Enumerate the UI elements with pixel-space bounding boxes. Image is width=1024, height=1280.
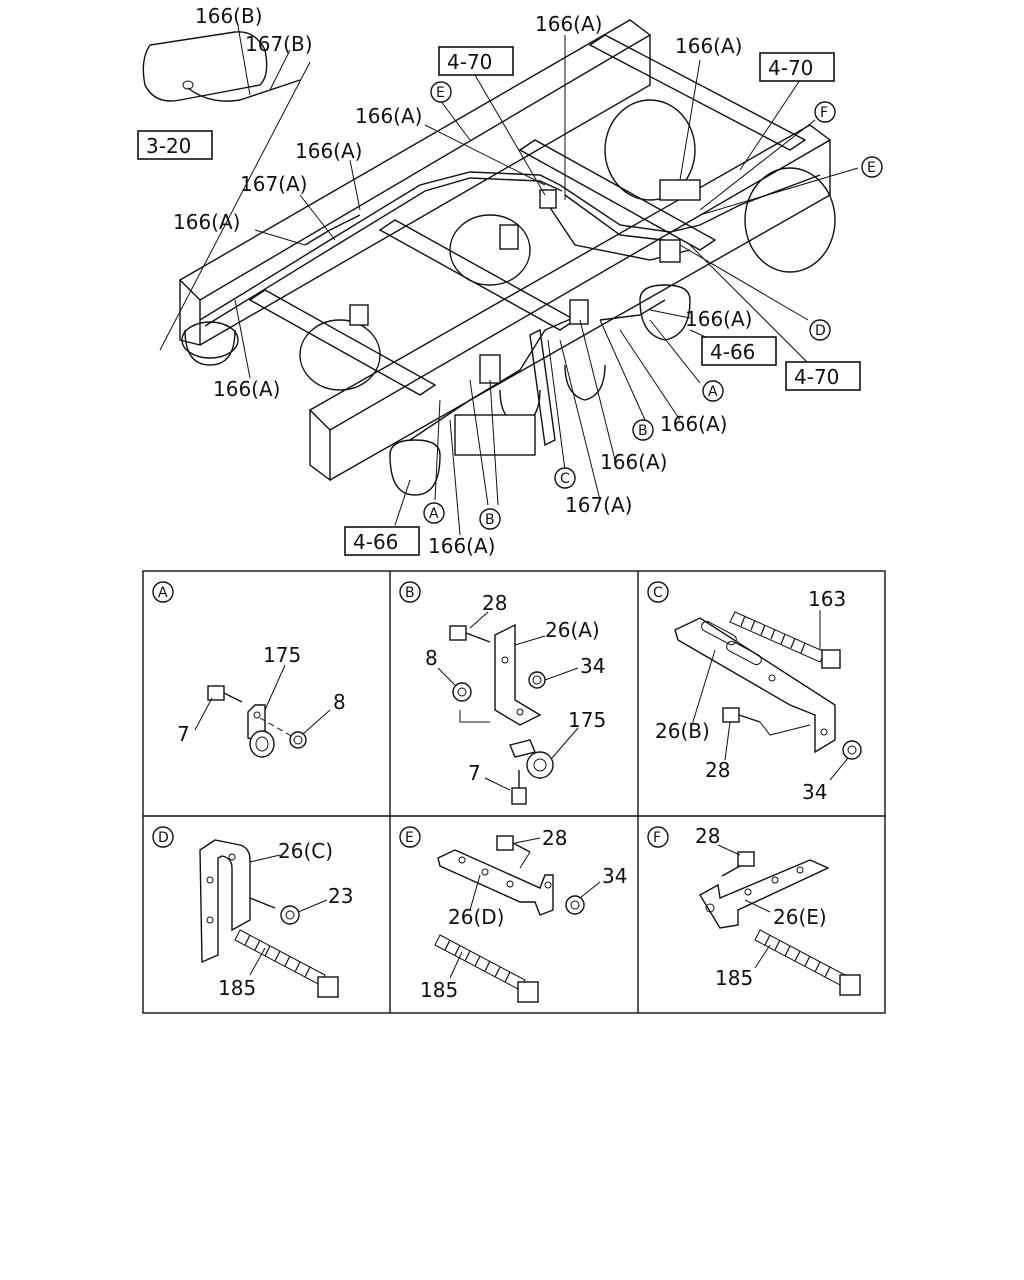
detail-a-part-8: 8 [333, 690, 346, 714]
main-assembly: 166(B) 167(B) 166(A) 166(A) 166(A) 166(A… [137, 4, 883, 558]
cable-tie-185-f-teeth [764, 934, 831, 978]
cable-tie-163-teeth [740, 615, 806, 654]
label-166b: 166(B) [195, 4, 263, 28]
detail-e-letter: E [405, 830, 414, 846]
detail-b-part-7: 7 [468, 761, 481, 785]
ref-4-70-b[interactable]: 4-70 [768, 56, 813, 80]
label-166a-3: 166(A) [173, 210, 240, 234]
callout-a-2: A [429, 506, 439, 522]
label-166a-5: 166(A) [685, 307, 752, 331]
detail-c-part-26b: 26(B) [655, 719, 710, 743]
detail-b: B 28 26(A) 8 34 175 7 [399, 581, 606, 805]
detail-b-part-8: 8 [425, 646, 438, 670]
detail-a-part-175: 175 [263, 643, 301, 667]
detail-a-part-7: 7 [177, 722, 190, 746]
detail-c: C 163 26(B) 28 34 [647, 581, 862, 804]
cable-tie-185-d-teeth [244, 934, 311, 978]
detail-b-part-175: 175 [568, 708, 606, 732]
detail-d-part-26c: 26(C) [278, 839, 333, 863]
callout-b-1: B [638, 423, 648, 439]
label-167a-1: 167(A) [240, 172, 307, 196]
label-166a-4: 166(A) [213, 377, 280, 401]
ref-4-70-a[interactable]: 4-70 [447, 50, 492, 74]
label-166a-topright: 166(A) [675, 34, 742, 58]
detail-f: F 28 26(E) 185 [647, 824, 861, 996]
detail-e-part-28: 28 [542, 826, 567, 850]
callout-e-2: E [867, 160, 876, 176]
piping-drawing [199, 171, 821, 441]
valves-drawing [349, 179, 701, 456]
detail-d-part-185: 185 [218, 976, 256, 1000]
label-167b: 167(B) [245, 32, 313, 56]
callout-e-1: E [436, 85, 445, 101]
detail-b-part-26a: 26(A) [545, 618, 600, 642]
detail-f-part-185: 185 [715, 966, 753, 990]
circled-callouts: E F E D A B C A B [423, 81, 883, 530]
label-167a-2: 167(A) [565, 493, 632, 517]
detail-c-letter: C [653, 585, 663, 601]
label-166a-2: 166(A) [295, 139, 362, 163]
callout-b-2: B [485, 512, 495, 528]
callout-d: D [815, 323, 826, 339]
detail-c-part-28: 28 [705, 758, 730, 782]
detail-d-letter: D [158, 830, 169, 846]
label-166a-top: 166(A) [535, 12, 602, 36]
callout-c: C [560, 471, 570, 487]
detail-e-part-185: 185 [420, 978, 458, 1002]
detail-f-letter: F [653, 830, 661, 846]
detail-a: A 175 7 8 [152, 581, 346, 758]
detail-b-letter: B [405, 585, 415, 601]
label-166a-1: 166(A) [355, 104, 422, 128]
detail-e-part-34: 34 [602, 864, 627, 888]
label-166a-6: 166(A) [660, 412, 727, 436]
cable-tie-185-e-teeth [444, 939, 511, 983]
reference-boxes: 3-20 4-70 4-70 4-66 4-70 4-66 [137, 46, 861, 556]
detail-e-part-26d: 26(D) [448, 905, 504, 929]
leader-lines [234, 25, 859, 536]
ref-4-66-a[interactable]: 4-66 [710, 340, 755, 364]
detail-d: D 26(C) 23 185 [152, 826, 353, 1000]
air-tanks-drawing [181, 99, 836, 496]
ref-4-70-c[interactable]: 4-70 [794, 365, 839, 389]
label-166a-8: 166(A) [428, 534, 495, 558]
detail-f-part-28: 28 [695, 824, 720, 848]
detail-b-part-28: 28 [482, 591, 507, 615]
ref-3-20[interactable]: 3-20 [146, 134, 191, 158]
label-166a-7: 166(A) [600, 450, 667, 474]
detail-f-part-26e: 26(E) [773, 905, 827, 929]
ref-4-66-b[interactable]: 4-66 [353, 530, 398, 554]
frame-rails-drawing [178, 19, 832, 482]
callout-a-1: A [708, 384, 718, 400]
detail-d-part-23: 23 [328, 884, 353, 908]
detail-c-part-163: 163 [808, 587, 846, 611]
fuel-tank-drawing [142, 31, 311, 351]
detail-a-letter: A [158, 585, 168, 601]
detail-e: E 28 34 26(D) 185 [399, 826, 627, 1003]
callout-f: F [820, 105, 828, 121]
detail-grid [142, 570, 886, 1014]
detail-c-part-34: 34 [802, 780, 827, 804]
part-labels: 166(B) 167(B) 166(A) 166(A) 166(A) 166(A… [173, 4, 752, 558]
detail-b-part-34: 34 [580, 654, 605, 678]
